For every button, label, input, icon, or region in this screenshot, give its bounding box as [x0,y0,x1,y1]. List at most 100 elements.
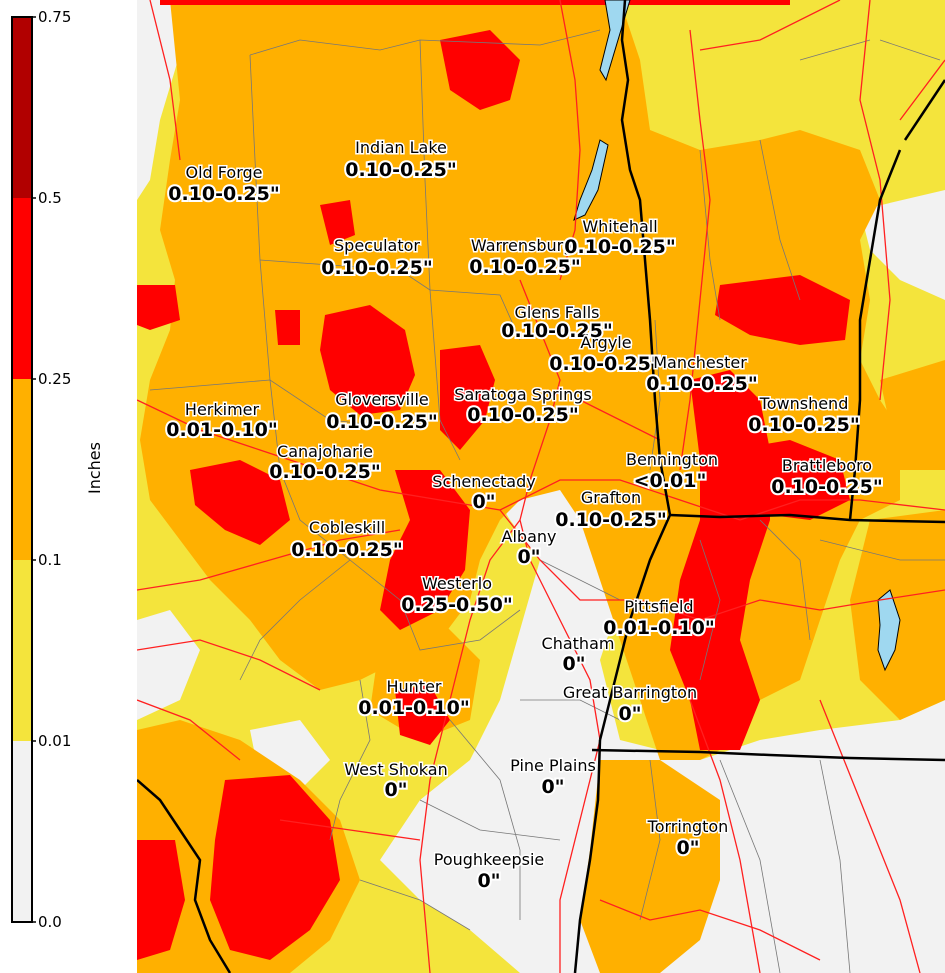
city-precip-value: 0.01-0.10" [166,419,278,441]
city-name: Pine Plains [510,756,596,775]
colorbar-bin-0.5-0.75 [12,17,32,198]
city-precip-value: 0.10-0.25" [555,509,667,531]
city-glens-falls: Glens Falls 0.10-0.25" [499,302,615,345]
city-name: Manchester [653,353,747,372]
city-name: Grafton [581,488,641,507]
city-albany: Albany 0" [500,526,558,571]
city-warrensburg: Warrensburg 0.10-0.25" [467,235,583,281]
ma-ct-border [591,748,945,762]
vt-nh-border-north [903,79,945,141]
colorbar-tick-label: 0.75 [38,8,71,26]
colorbar-frame [11,16,33,923]
ny-ct-border [573,739,602,973]
city-precip-value: 0.10-0.25" [501,320,613,342]
city-poughkeepsie: Poughkeepsie 0" [432,849,545,895]
city-name: Indian Lake [355,138,447,157]
city-old-forge: Old Forge 0.10-0.25" [166,162,282,208]
colorbar-tick-label: 0.0 [38,913,62,931]
heavy-precip-areas [137,30,850,960]
city-manchester: Manchester 0.10-0.25" [644,352,760,398]
city-grafton: Grafton 0.10-0.25" [553,487,669,534]
city-name: Saratoga Springs [454,385,591,404]
city-brattleboro: Brattleboro 0.10-0.25" [769,455,885,501]
city-name: Warrensburg [471,236,573,255]
ny-vt-border [620,0,672,516]
city-precip-value: 0.10-0.25" [646,373,758,395]
city-precip-value: 0" [517,546,540,568]
city-precip-value: 0.10-0.25" [467,404,579,426]
colorbar-legend: 0.75 0.5 0.25 0.1 0.01 0.0 Inches [11,8,104,931]
city-name: Poughkeepsie [434,850,544,869]
city-name: Canajoharie [277,442,373,461]
colorbar-tick-label: 0.5 [38,189,62,207]
city-precip-value: 0" [384,779,407,801]
city-schenectady: Schenectady 0" [431,471,537,516]
top-title-strip [160,0,790,5]
city-chatham: Chatham 0" [540,633,616,678]
lake-vermont [877,589,901,672]
county-lines [149,29,945,973]
city-name: Old Forge [186,163,263,182]
colorbar-bin-0.25-0.5 [12,198,32,379]
city-name: Great Barrington [563,683,697,702]
city-bennington: Bennington <0.01" [624,449,719,495]
city-precip-value: 0.10-0.25" [291,539,403,561]
city-name: Torrington [647,817,729,836]
city-labels: Old Forge 0.10-0.25" Indian Lake 0.10-0.… [164,137,885,895]
city-name: Townshend [759,394,849,413]
city-name: Whitehall [582,217,657,236]
ny-nj-pa-border [137,779,232,973]
city-argyle: Argyle 0.10-0.25" [547,332,663,378]
city-precip-value: 0.10-0.25" [771,476,883,498]
city-whitehall: Whitehall 0.10-0.25" [562,216,678,261]
city-name: Westerlo [422,574,492,593]
water-bodies [573,0,901,672]
city-westerlo: Westerlo 0.25-0.50" [399,573,515,619]
city-pittsfield: Pittsfield 0.01-0.10" [601,596,717,642]
city-precip-value: 0.10-0.25" [321,257,433,279]
vt-ma-border [669,513,945,524]
colorbar-bin-0.1-0.25 [12,379,32,560]
city-precip-value: 0.10-0.25" [748,414,860,436]
city-indian-lake: Indian Lake 0.10-0.25" [343,137,459,184]
city-name: Chatham [542,634,615,653]
city-name: Pittsfield [624,597,693,616]
city-precip-value: 0" [472,491,495,513]
colorbar-title: Inches [85,442,104,494]
city-precip-value: 0.25-0.50" [401,594,513,616]
city-name: Bennington [626,450,718,469]
precipitation-map: Old Forge 0.10-0.25" Indian Lake 0.10-0.… [137,0,945,973]
city-precip-value: 0.10-0.25" [326,411,438,433]
city-precip-value: 0.01-0.10" [358,697,470,719]
state-lines [137,0,945,973]
city-townshend: Townshend 0.10-0.25" [746,393,862,439]
colorbar-bin-0.0-0.01 [12,741,32,922]
city-west-shokan: West Shokan 0" [343,759,449,804]
colorbar-ticks [32,16,36,923]
city-name: Speculator [334,236,420,255]
city-name: Herkimer [185,400,260,419]
vt-nh-border [848,149,902,521]
city-precip-value: 0.10-0.25" [168,183,280,205]
city-speculator: Speculator 0.10-0.25" [319,235,435,282]
city-hunter: Hunter 0.01-0.10" [356,676,472,722]
city-name: Hunter [386,677,441,696]
city-precip-value: 0.01-0.10" [603,617,715,639]
no-precip-areas [137,0,945,973]
lake-george [573,139,609,221]
city-herkimer: Herkimer 0.01-0.10" [164,399,280,444]
city-precip-value: 0" [562,653,585,675]
city-gloversville: Gloversville 0.10-0.25" [324,389,440,436]
colorbar-tick-label: 0.25 [38,370,71,388]
city-precip-value: 0" [477,870,500,892]
city-precip-value: 0.10-0.25" [549,353,661,375]
city-saratoga-springs: Saratoga Springs 0.10-0.25" [453,384,593,429]
city-name: Argyle [580,333,631,352]
colorbar-tick-label: 0.1 [38,551,62,569]
city-precip-value: 0" [618,703,641,725]
city-name: West Shokan [344,760,447,779]
city-name: Glens Falls [514,303,599,322]
city-great-barrington: Great Barrington 0" [561,682,698,728]
city-torrington: Torrington 0" [645,816,730,862]
city-precip-value: 0.10-0.25" [564,236,676,258]
